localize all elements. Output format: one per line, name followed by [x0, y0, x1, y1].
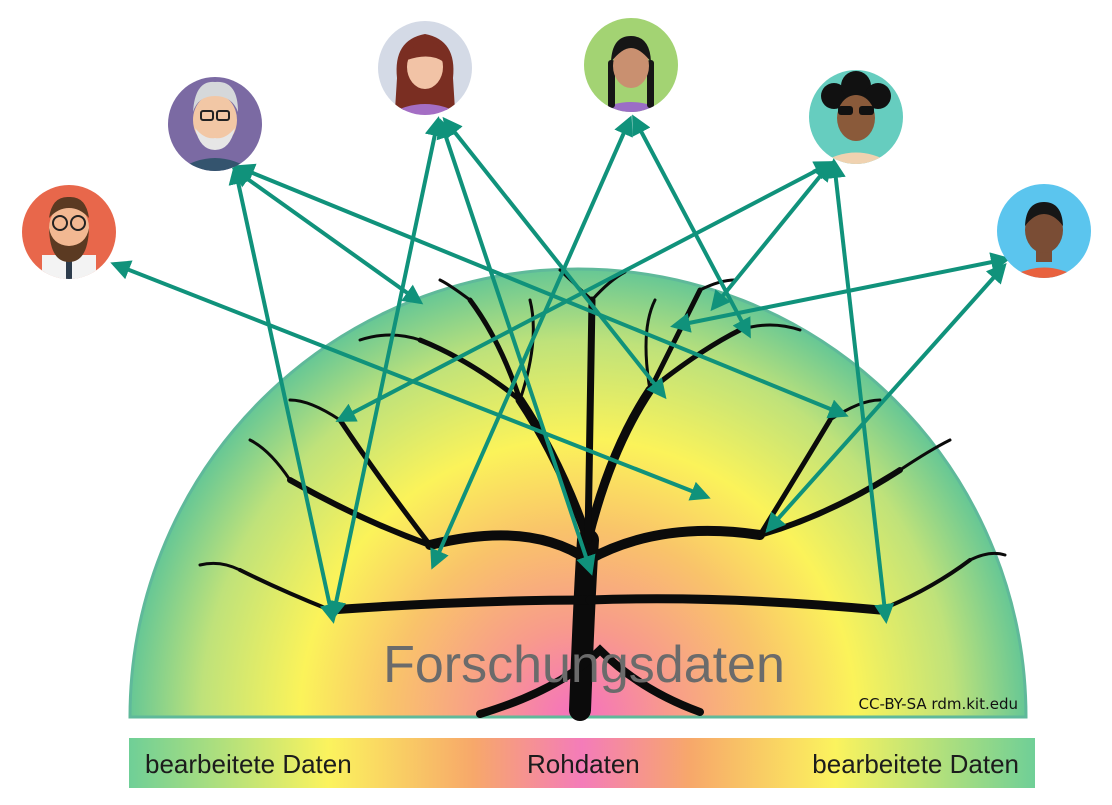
diagram-title: Forschungsdaten: [383, 636, 785, 694]
legend-label-processed-left: bearbeitete Daten: [145, 749, 352, 779]
woman-brown-hair-avatar-icon: [378, 21, 472, 115]
legend-label-raw: Rohdaten: [527, 749, 640, 779]
elderly-man-avatar-icon: [168, 77, 262, 171]
bearded-man-avatar-icon: [22, 185, 116, 279]
data-flow-arrows: [110, 114, 1011, 624]
young-man-avatar-icon: [997, 184, 1091, 278]
data-gradient-legend: bearbeitete Daten Rohdaten bearbeitete D…: [129, 738, 1035, 788]
curly-hair-sunglasses-avatar-icon: [809, 70, 903, 164]
legend-label-processed-right: bearbeitete Daten: [812, 749, 1019, 779]
license-text: CC-BY-SA rdm.kit.edu: [859, 695, 1019, 713]
woman-braids-avatar-icon: [584, 18, 678, 112]
